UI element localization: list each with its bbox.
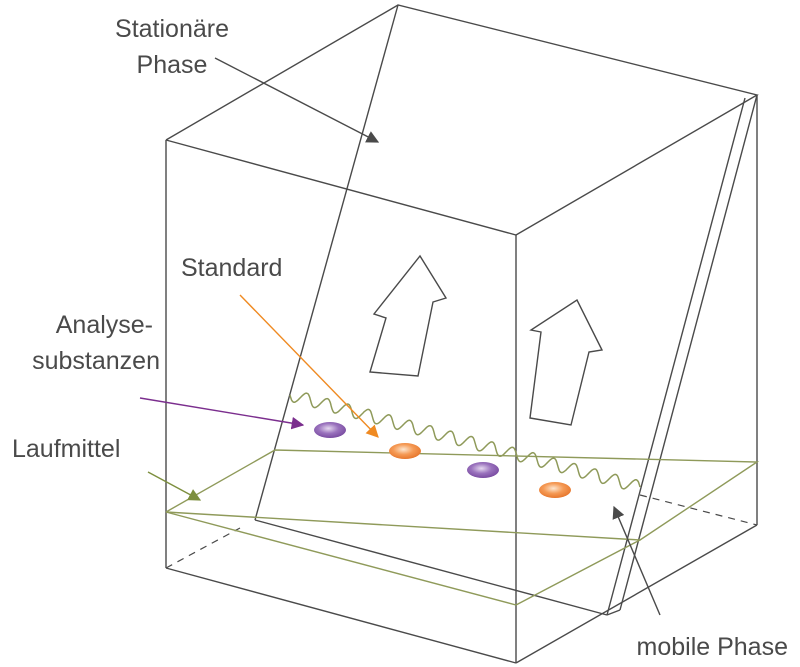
box-top-face: [165, 4, 759, 236]
stationary-phase-label-line1: Stationäre: [115, 15, 229, 43]
mobile-phase-front: [289, 392, 641, 490]
analyte-label-line1: Analyse-: [56, 311, 153, 339]
solvent-pointer: [147, 471, 202, 501]
up-arrow-left-icon: [369, 254, 448, 377]
box-hidden-edge-right: [639, 494, 758, 526]
plate-bottom-edge: [254, 519, 608, 616]
chamber-box: [165, 4, 759, 664]
analyte-label-line2: substanzen: [32, 347, 160, 375]
box-bottom-right-edge: [515, 524, 758, 664]
standard-spot-1: [389, 443, 421, 459]
mobile-phase-label: mobile Phase: [637, 633, 788, 661]
analyte-pointer: [139, 397, 305, 430]
plate-bottom-thickness: [606, 609, 621, 616]
solvent-label: Laufmittel: [12, 435, 120, 463]
up-arrow-right-icon: [529, 298, 604, 426]
solvent-level: [165, 449, 760, 606]
plate-right-edge: [606, 97, 746, 616]
box-bottom-front-edge: [165, 567, 517, 664]
standard-label: Standard: [181, 254, 282, 282]
solvent-right-line: [515, 539, 641, 606]
standard-spot-2: [539, 482, 571, 498]
solvent-front-line: [165, 511, 517, 606]
analyte-spot-1: [314, 422, 346, 438]
standard-pointer: [239, 294, 379, 438]
analyte-spot-2: [467, 462, 499, 478]
plate-left-edge: [254, 4, 399, 521]
box-hidden-edge-left: [165, 527, 241, 569]
stationary-phase-pointer: [214, 57, 380, 143]
tlc-plate: [254, 4, 758, 616]
mobile-phase-pointer: [612, 505, 661, 616]
solvent-surface: [165, 449, 760, 541]
stationary-phase-label-line2: Phase: [137, 51, 208, 79]
plate-thickness-edge: [619, 94, 758, 611]
